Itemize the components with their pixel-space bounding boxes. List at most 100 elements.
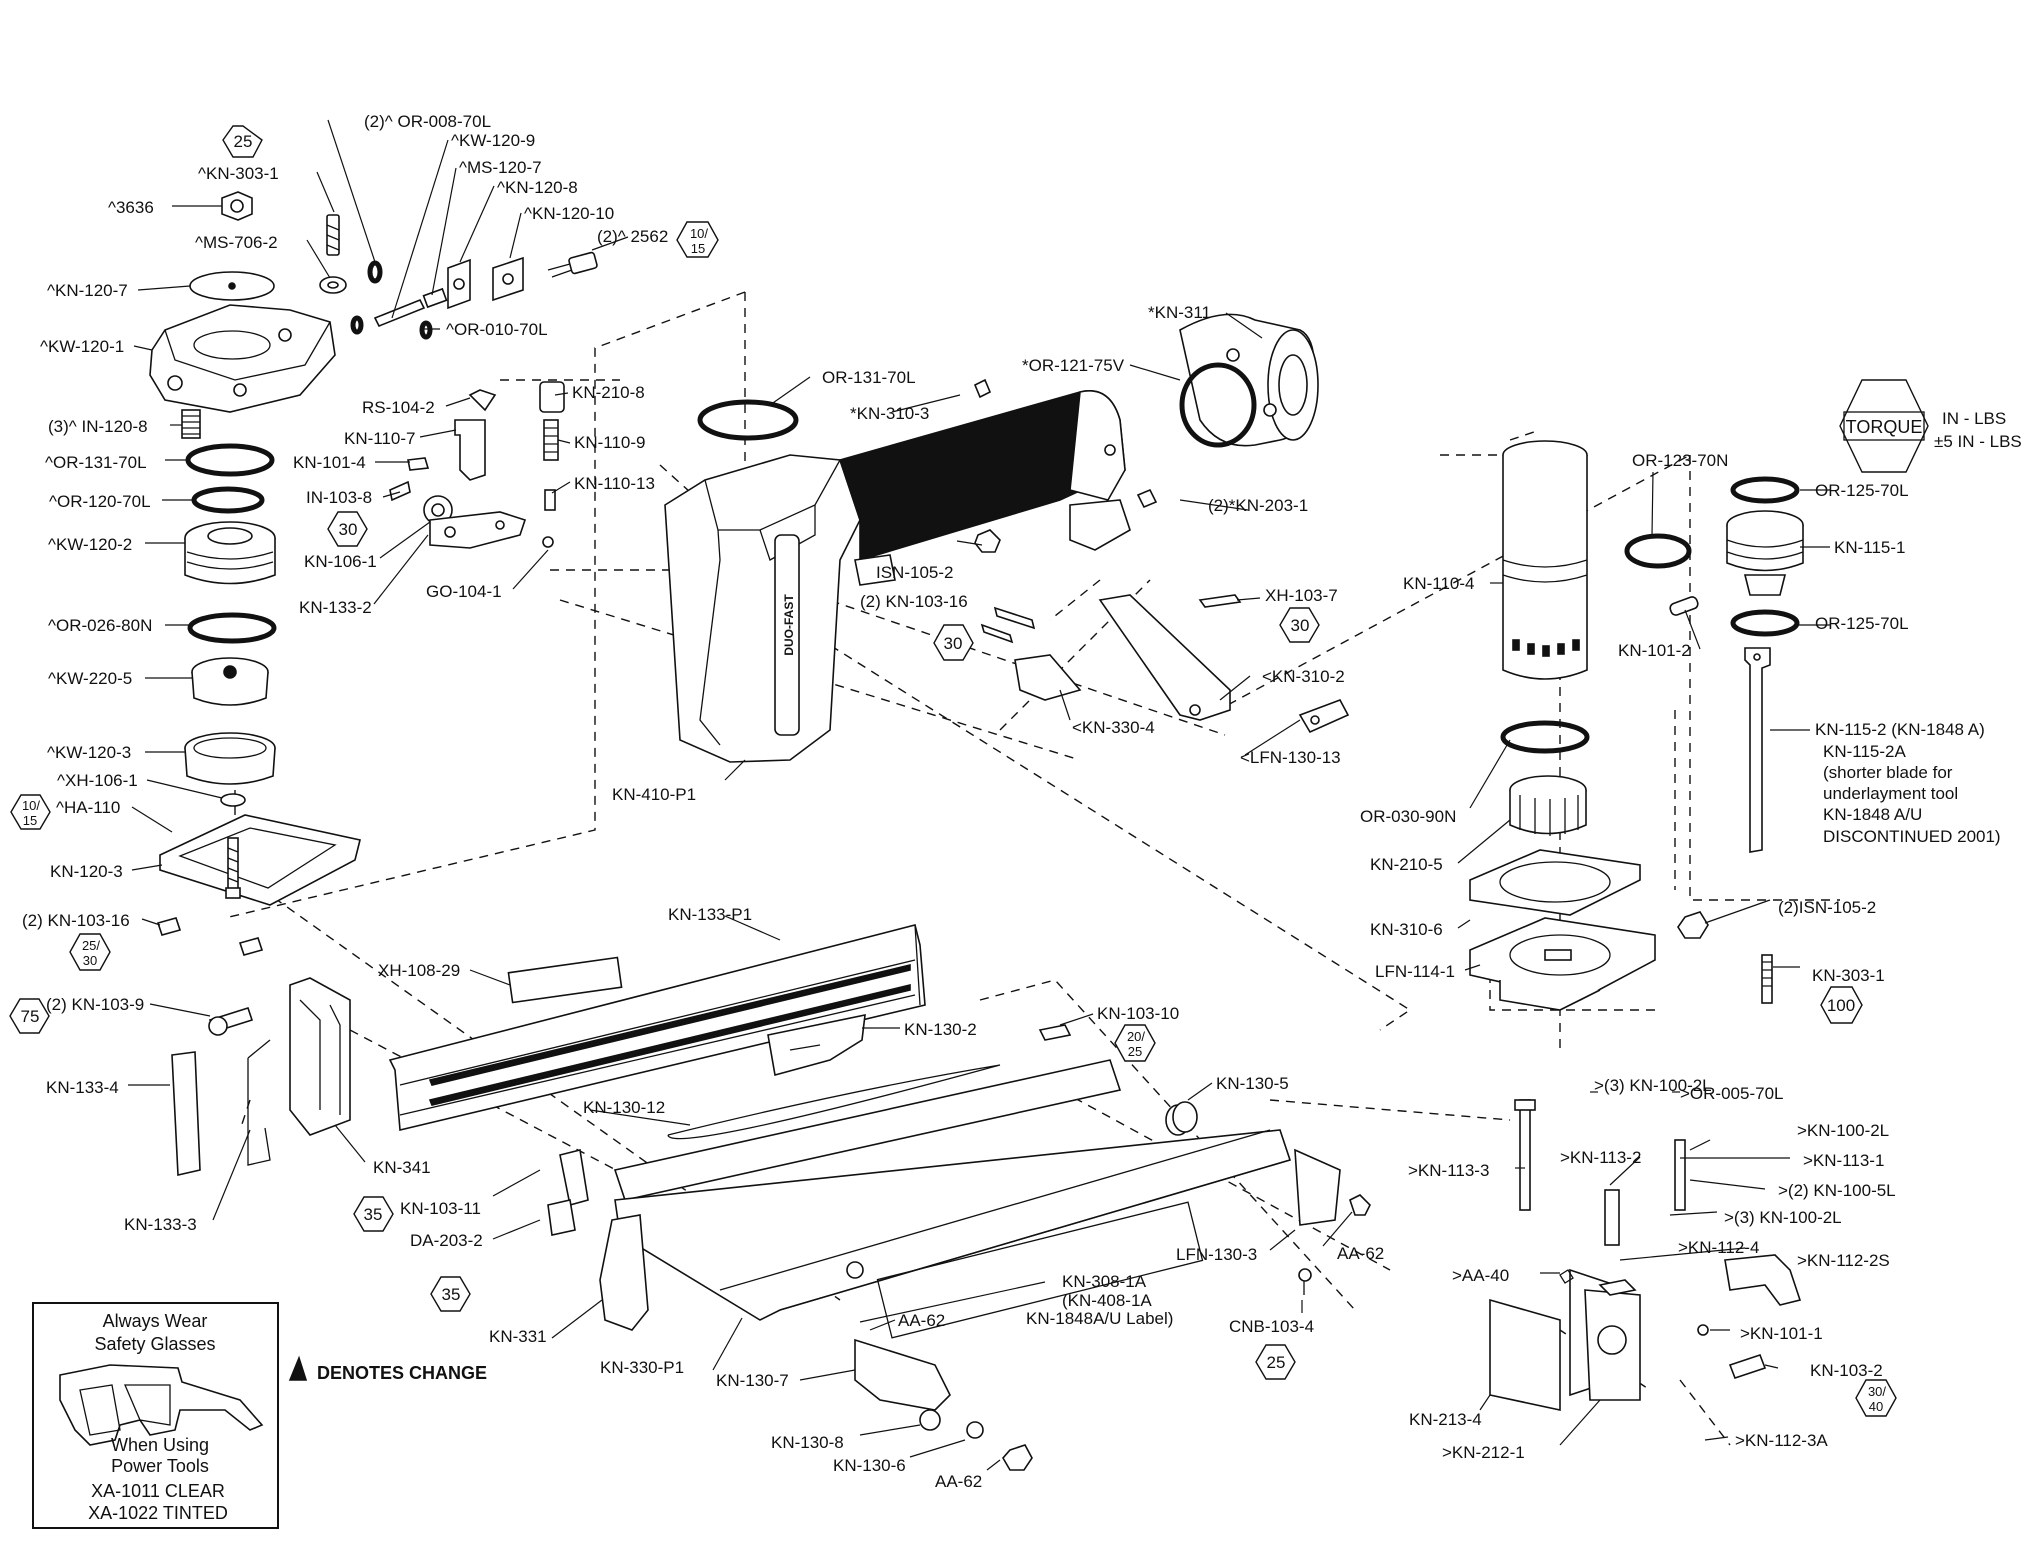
torque-badge-100 (1820, 986, 1863, 1024)
change-triangle-icon (288, 1355, 308, 1381)
label-cnb-103-4: CNB-103-4 (1229, 1317, 1314, 1336)
label-kn-310-6: KN-310-6 (1370, 920, 1443, 939)
label-kn-130-12: KN-130-12 (583, 1098, 665, 1117)
label-ha-110: ^HA-110 (56, 798, 120, 817)
label-isn-105-2-center: ISN-105-2 (876, 563, 953, 582)
cap-assembly-parts (149, 191, 598, 906)
label-kn-115-2-line2: KN-115-2A (1823, 742, 1906, 761)
linkage-parts (389, 381, 565, 549)
label-kn-130-5: KN-130-5 (1216, 1074, 1289, 1093)
label-xh-103-7: XH-103-7 (1265, 586, 1338, 605)
label-kn-115-2-line4: underlayment tool (1823, 784, 1958, 803)
change-legend-text: DENOTES CHANGE (317, 1363, 487, 1383)
safety-notice-box (32, 1302, 279, 1529)
label-or-121-75v: *OR-121-75V (1022, 356, 1125, 375)
badge-text-25-bottom: 25 (1267, 1353, 1286, 1372)
change-legend: DENOTES CHANGE (288, 1355, 487, 1383)
label-kn-310-3: *KN-310-3 (850, 404, 929, 423)
torque-badge-75 (9, 998, 50, 1034)
label-kn-120-8: ^KN-120-8 (497, 178, 578, 197)
label-or-131-70l-center: OR-131-70L (822, 368, 916, 387)
torque-badge-30-center (933, 624, 974, 661)
valve-stem (373, 298, 426, 328)
label-da-203-2: DA-203-2 (410, 1231, 483, 1250)
torque-badge-30-40 (1855, 1379, 1897, 1417)
label-kn-113-1: >KN-113-1 (1803, 1151, 1884, 1170)
spring (181, 409, 201, 439)
torque-badge-25-bottom (1255, 1344, 1296, 1380)
label-kn-120-10: ^KN-120-10 (524, 204, 614, 223)
label-kn-115-2-line3: (shorter blade for (1823, 763, 1953, 782)
badge-text-15-bot-b: 15 (23, 813, 37, 828)
label-kn-330-4: <KN-330-4 (1072, 718, 1155, 737)
label-aa-62-b: AA-62 (935, 1472, 982, 1491)
label-kn-103-16-center: (2) KN-103-16 (860, 592, 968, 611)
badge-text-30-bot-slash: 30 (83, 953, 97, 968)
label-kn-115-2-line1: KN-115-2 (KN-1848 A) (1815, 720, 1985, 739)
piston-o-ring (1179, 362, 1257, 448)
safety-line-2: Safety Glasses (94, 1334, 215, 1354)
label-or-123-70n: OR-123-70N (1632, 451, 1728, 470)
label-aa-40: >AA-40 (1452, 1266, 1509, 1285)
label-kn-330-p1: KN-330-P1 (600, 1358, 684, 1377)
label-kn-115-2-line5: KN-1848 A/U (1823, 805, 1922, 824)
badge-text-25-bot: 25 (1128, 1044, 1142, 1059)
torque-badge-35-b (430, 1276, 471, 1312)
label-lfn-130-3: LFN-130-3 (1176, 1245, 1257, 1264)
label-kw-120-3: ^KW-120-3 (47, 743, 131, 762)
body-housing (664, 454, 861, 763)
label-kn-110-7: KN-110-7 (344, 429, 416, 448)
tool-body: DUO-FAST (664, 313, 1319, 763)
label-kn-113-3: >KN-113-3 (1408, 1161, 1489, 1180)
safety-notice: Always Wear Safety Glasses When Using Po… (32, 1302, 279, 1529)
label-or-125-70l-bottom: OR-125-70L (1815, 614, 1909, 633)
badge-text-25-top: 25 (234, 132, 253, 151)
safety-line-4: Power Tools (111, 1456, 209, 1476)
label-kn-103-9: (2) KN-103-9 (46, 995, 144, 1014)
label-kn-115-2-line6: DISCONTINUED 2001) (1823, 827, 2001, 846)
label-kn-120-3: KN-120-3 (50, 862, 123, 881)
badge-text-35-b: 35 (442, 1285, 461, 1304)
torque-key-label: TORQUE (1846, 417, 1923, 437)
torque-key-tolerance: ±5 IN - LBS (1934, 432, 2022, 451)
label-or-008-70l: (2)^ OR-008-70L (364, 112, 491, 131)
badge-text-40-bot: 40 (1869, 1399, 1883, 1414)
label-xh-106-1: ^XH-106-1 (57, 771, 138, 790)
label-kn-103-16-left: (2) KN-103-16 (22, 911, 130, 930)
torque-badge-30-left (327, 511, 368, 547)
badge-text-20-top: 20/ (1127, 1029, 1145, 1044)
label-or-030-90n: OR-030-90N (1360, 807, 1456, 826)
label-kn-103-11: KN-103-11 (400, 1199, 481, 1218)
torque-badge-25-30 (69, 933, 111, 971)
safety-line-5: XA-1011 CLEAR (91, 1481, 225, 1501)
label-kn-110-4: KN-110-4 (1403, 574, 1475, 593)
badge-text-30-center: 30 (944, 634, 963, 653)
label-or-026-80n: ^OR-026-80N (48, 616, 152, 635)
label-kn-130-2: KN-130-2 (904, 1020, 977, 1039)
badge-text-100: 100 (1827, 996, 1855, 1015)
label-kn-112-3a: >KN-112-3A (1735, 1431, 1828, 1450)
label-aa-62-a: AA-62 (898, 1311, 945, 1330)
label-lfn-114-1: LFN-114-1 (1375, 962, 1455, 981)
brand-logo: DUO-FAST (782, 594, 796, 656)
label-kw-120-1: ^KW-120-1 (40, 337, 124, 356)
safety-line-3: When Using (111, 1435, 209, 1455)
label-kn-310-2: <KN-310-2 (1262, 667, 1345, 686)
label-kn-130-8: KN-130-8 (771, 1433, 844, 1452)
badge-text-30-left: 30 (339, 520, 358, 539)
label-kn-210-8: KN-210-8 (572, 383, 645, 402)
torque-badge-25-top (222, 125, 263, 158)
safety-glasses-icon (59, 1364, 264, 1446)
label-kn-115-1: KN-115-1 (1834, 538, 1906, 557)
label-kn-110-13: KN-110-13 (574, 474, 655, 493)
label-kn-133-p1: KN-133-P1 (668, 905, 752, 924)
label-kn-133-3: KN-133-3 (124, 1215, 197, 1234)
label-kn-303-1-top: ^KN-303-1 (198, 164, 279, 183)
badge-text-10-top-b: 10/ (22, 798, 40, 813)
torque-badge-35-a (353, 1196, 394, 1232)
label-kn-130-7: KN-130-7 (716, 1371, 789, 1390)
safety-lever-parts (980, 594, 1350, 734)
label-kn-100-2l-c: >(3) KN-100-2L (1724, 1208, 1842, 1227)
label-kn-308-1a-line2: (KN-408-1A (1062, 1291, 1152, 1310)
